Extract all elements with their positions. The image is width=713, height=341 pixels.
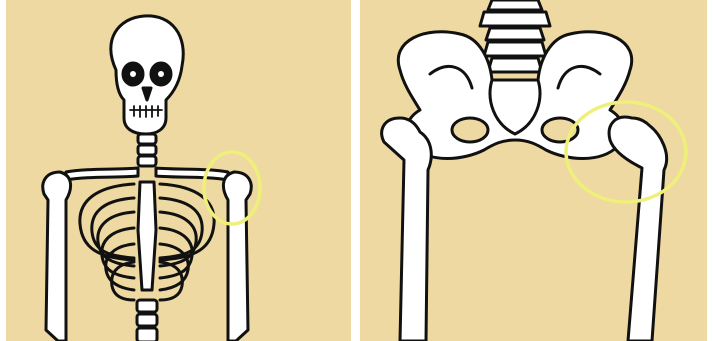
lumbar-vertebrae xyxy=(480,0,550,72)
obturator-left xyxy=(452,118,488,142)
hip-skeleton-illustration xyxy=(360,0,707,341)
shoulder-skeleton-panel xyxy=(6,0,351,341)
lumbar-spine xyxy=(137,300,157,341)
humerus-left xyxy=(43,172,71,341)
shoulder-skeleton-illustration xyxy=(6,0,351,341)
sternum xyxy=(138,182,156,290)
humerus-right xyxy=(223,172,251,341)
cervical-spine xyxy=(138,134,156,166)
teeth xyxy=(130,106,162,117)
hip-skeleton-panel xyxy=(360,0,707,341)
